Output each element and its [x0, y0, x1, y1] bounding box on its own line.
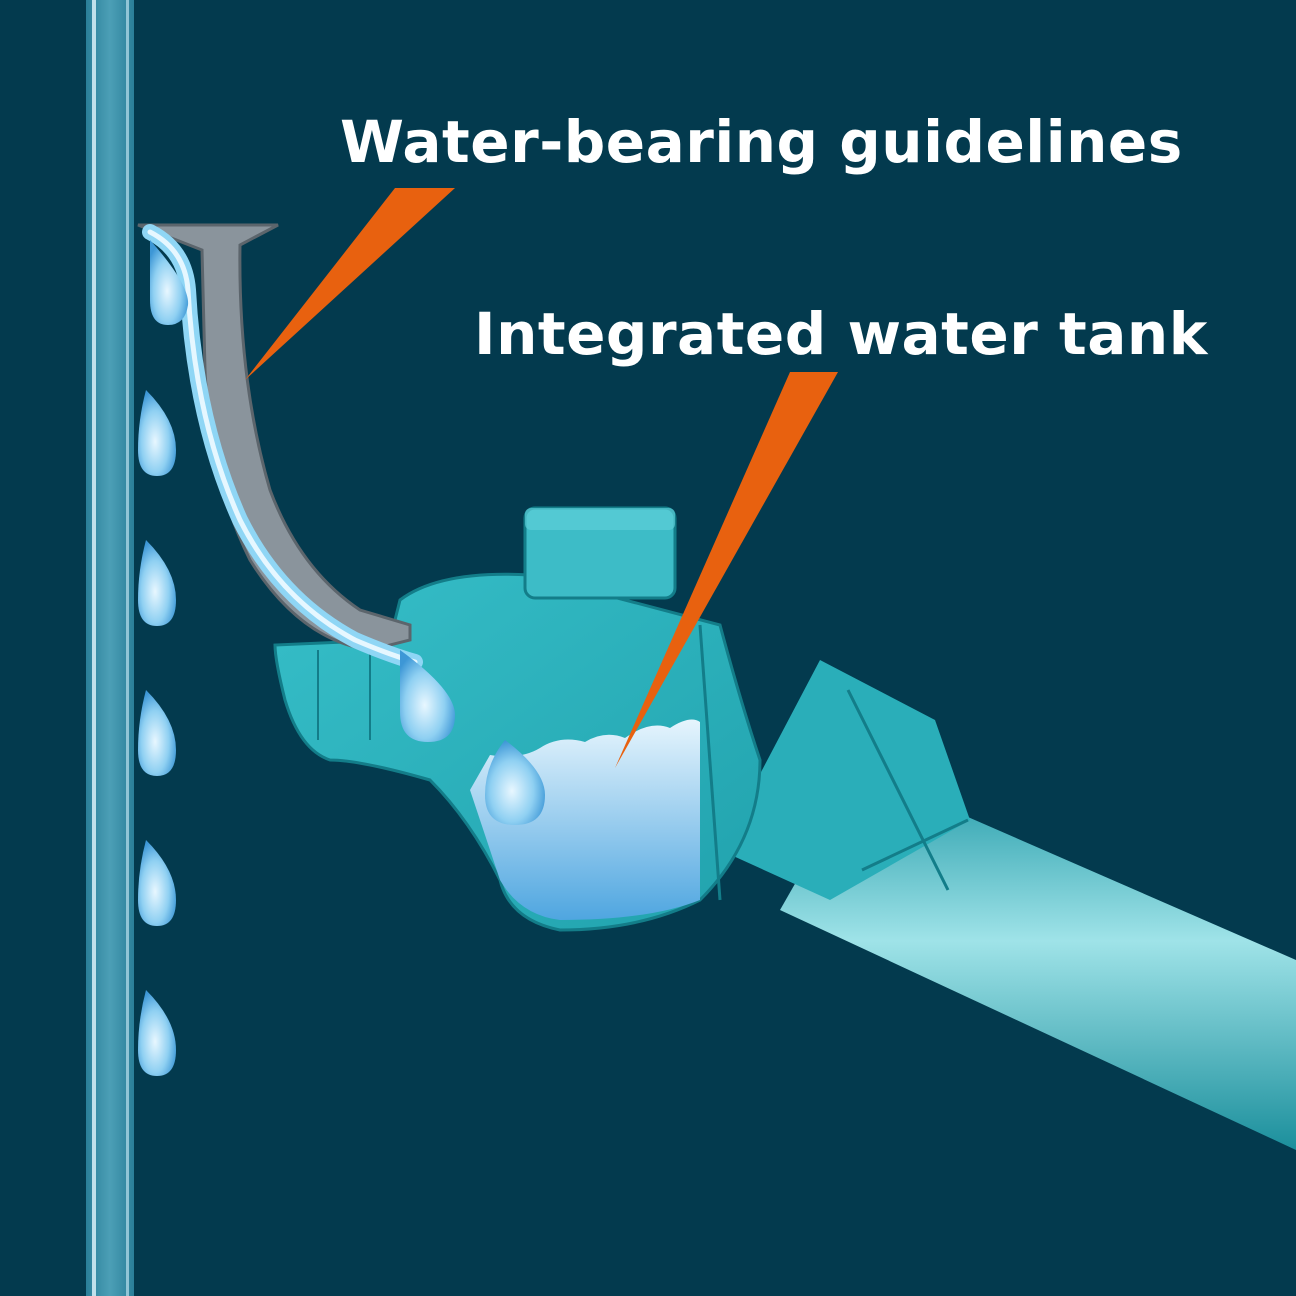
guidelines-pointer — [245, 188, 455, 380]
tank-pointer — [615, 372, 838, 768]
glass-pane — [86, 0, 134, 1296]
guidelines-label: Water-bearing guidelines — [340, 108, 1183, 176]
tank-label: Integrated water tank — [474, 300, 1208, 368]
handle-tube — [720, 660, 1296, 1150]
squeegee-head — [273, 506, 762, 932]
water-droplets — [138, 390, 176, 1076]
water-guideline — [137, 223, 545, 825]
